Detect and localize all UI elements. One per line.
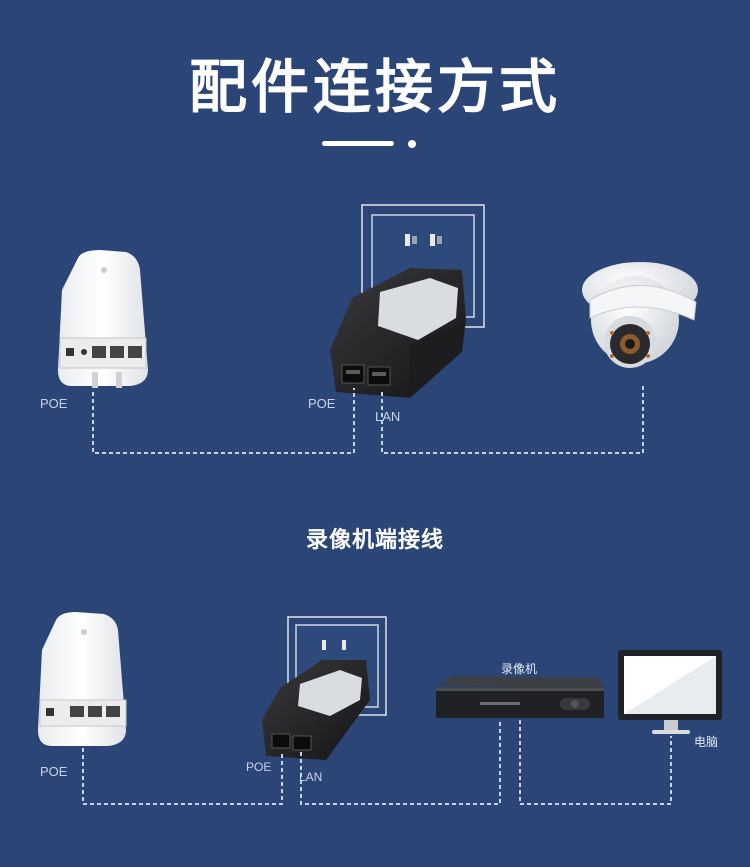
title-divider	[322, 140, 416, 148]
top-adapter-poe-label: POE	[308, 396, 336, 411]
pc-label: 电脑	[694, 735, 719, 749]
top-adapter-lan-label: LAN	[375, 409, 401, 424]
poe-adapter-top	[330, 268, 466, 398]
cable-ap-to-poe-top	[92, 388, 355, 454]
divider-dot	[408, 140, 416, 148]
divider-bar	[322, 141, 394, 146]
bottom-ap-poe-label: POE	[40, 764, 68, 779]
poe-adapter-bottom	[262, 660, 370, 760]
cable-nvr-to-pc	[519, 720, 672, 805]
nvr-label: 录像机	[501, 662, 538, 676]
dome-camera	[582, 262, 698, 368]
bottom-adapter-lan-label: LAN	[299, 770, 323, 784]
section-subtitle: 录像机端接线	[305, 528, 444, 553]
page-title: 配件连接方式	[188, 53, 561, 121]
top-ap-poe-label: POE	[40, 396, 68, 411]
pc-monitor	[618, 650, 722, 734]
nvr-device	[436, 676, 604, 718]
bottom-adapter-poe-label: POE	[246, 760, 272, 774]
outdoor-ap-bottom	[38, 612, 127, 746]
cable-lan-to-camera	[381, 386, 644, 454]
cable-ap-to-poe-bottom	[82, 748, 283, 805]
outdoor-ap-top	[58, 250, 148, 388]
